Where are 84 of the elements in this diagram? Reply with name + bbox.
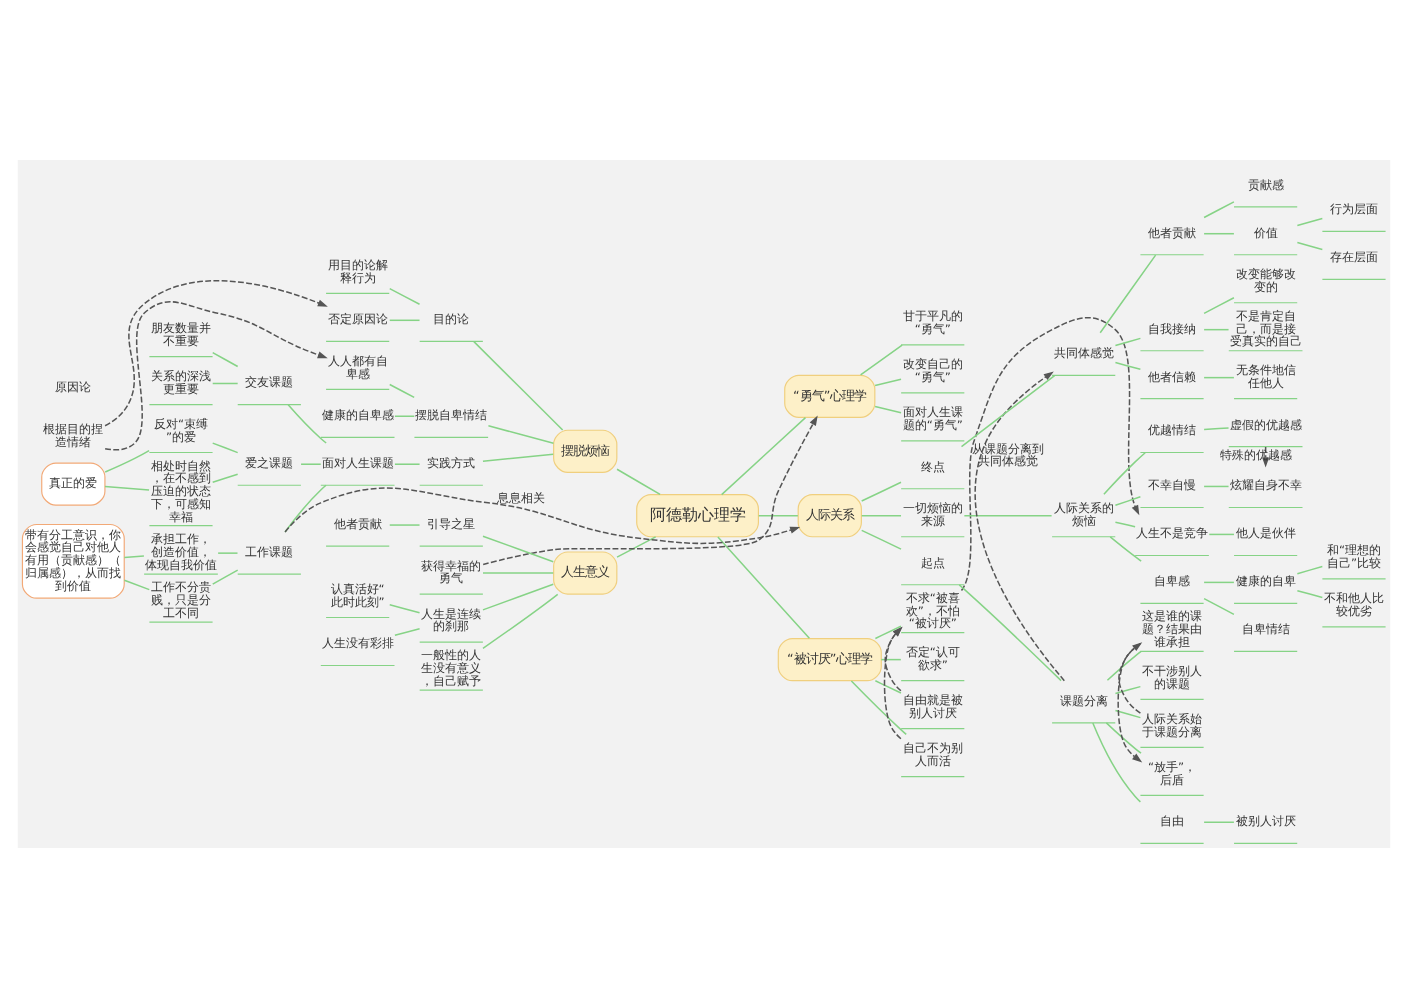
connector bbox=[1105, 721, 1142, 753]
connector bbox=[616, 467, 661, 495]
connector bbox=[963, 513, 1053, 516]
connector bbox=[388, 318, 421, 321]
connector bbox=[1203, 296, 1235, 314]
connector bbox=[388, 382, 415, 398]
connector bbox=[217, 551, 239, 553]
connector bbox=[211, 350, 239, 367]
connector bbox=[388, 286, 421, 304]
connector bbox=[1203, 596, 1235, 615]
connector bbox=[1208, 532, 1235, 535]
connector bbox=[874, 377, 902, 386]
connector bbox=[211, 472, 239, 483]
connector bbox=[1092, 721, 1142, 802]
connector bbox=[1203, 375, 1235, 378]
connector bbox=[1099, 253, 1157, 333]
arrow bbox=[104, 278, 328, 426]
connector bbox=[1114, 360, 1142, 370]
connector bbox=[1203, 200, 1235, 218]
connector bbox=[394, 462, 421, 464]
connector bbox=[717, 535, 811, 639]
connector bbox=[1203, 426, 1230, 430]
connector bbox=[850, 679, 907, 735]
connector bbox=[211, 568, 239, 584]
connector bbox=[1296, 564, 1324, 574]
connector bbox=[1109, 535, 1142, 561]
arrow bbox=[884, 625, 903, 691]
connector bbox=[482, 571, 554, 573]
arrow bbox=[284, 486, 801, 544]
connector bbox=[123, 578, 151, 590]
connector bbox=[860, 480, 902, 501]
connector bbox=[874, 624, 902, 639]
connector bbox=[211, 441, 239, 453]
connector bbox=[1203, 484, 1230, 487]
connector bbox=[388, 523, 421, 525]
connector bbox=[1114, 520, 1136, 527]
connector bbox=[880, 657, 902, 660]
connector bbox=[473, 339, 564, 430]
connector bbox=[758, 513, 799, 516]
connector bbox=[616, 535, 657, 557]
connector bbox=[388, 603, 421, 613]
arrow bbox=[883, 625, 903, 739]
connector bbox=[1296, 216, 1324, 226]
connector bbox=[720, 415, 807, 495]
arrow bbox=[482, 414, 818, 565]
arrow bbox=[960, 316, 1140, 591]
connector bbox=[960, 373, 1056, 447]
connector bbox=[874, 679, 902, 693]
connector bbox=[300, 462, 322, 464]
connector bbox=[1296, 240, 1324, 250]
connector bbox=[958, 583, 1062, 681]
connector bbox=[104, 448, 150, 472]
connector bbox=[860, 528, 902, 549]
connector bbox=[1114, 336, 1142, 346]
connector bbox=[211, 381, 239, 384]
connector bbox=[1203, 231, 1235, 234]
connector bbox=[482, 592, 559, 649]
node-box: 阿德勒心理学 bbox=[636, 493, 759, 537]
connector bbox=[1203, 580, 1235, 583]
connector bbox=[487, 424, 555, 443]
connector bbox=[123, 554, 145, 558]
arrow bbox=[974, 370, 1066, 681]
connector bbox=[104, 484, 150, 490]
connector bbox=[1203, 327, 1230, 330]
connector bbox=[482, 582, 554, 610]
connector bbox=[394, 414, 416, 416]
connector bbox=[1296, 588, 1324, 598]
connector bbox=[1106, 649, 1142, 681]
connector bbox=[1103, 450, 1146, 494]
connector bbox=[1114, 708, 1142, 718]
connector bbox=[287, 403, 327, 443]
connector bbox=[394, 627, 421, 635]
connector bbox=[482, 452, 554, 461]
connector bbox=[482, 534, 554, 562]
connector bbox=[1114, 684, 1142, 694]
arrow bbox=[1118, 641, 1143, 713]
arrow bbox=[104, 300, 328, 450]
arrow bbox=[1117, 641, 1143, 762]
connector bbox=[874, 404, 902, 413]
connector bbox=[284, 483, 327, 532]
connector bbox=[1114, 495, 1142, 506]
connector bbox=[1203, 820, 1235, 822]
connector bbox=[859, 343, 903, 375]
connector bbox=[860, 513, 902, 516]
